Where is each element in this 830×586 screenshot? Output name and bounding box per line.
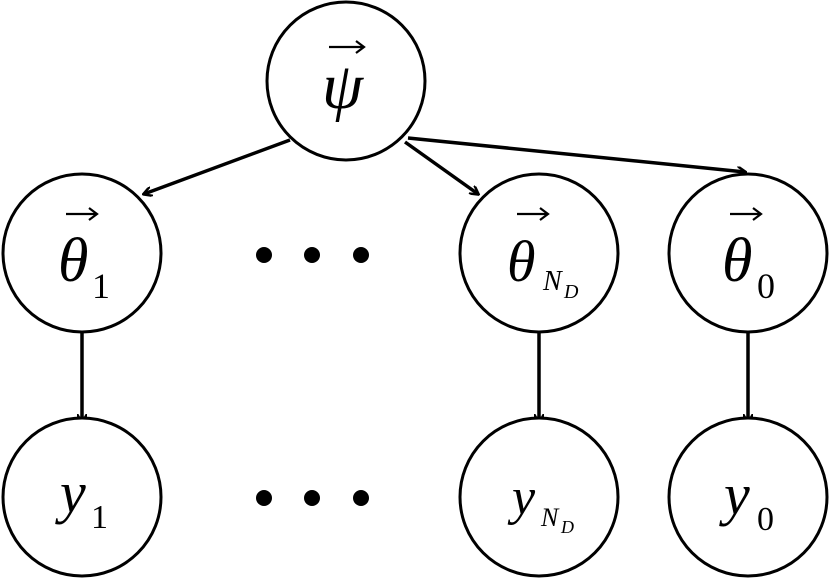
node-theta-0: θ 0 — [667, 172, 829, 334]
node-theta-1-symbol: θ — [58, 227, 88, 295]
node-y-0-subscript: 0 — [757, 501, 774, 538]
vector-arrow-icon — [517, 207, 550, 221]
node-theta-nd-symbol: θ — [507, 229, 536, 294]
node-y-nd-subscript: N — [540, 503, 560, 532]
ellipsis-dot — [304, 490, 320, 506]
node-psi-circle — [265, 0, 427, 162]
ellipsis-theta-row — [256, 247, 369, 263]
node-theta-0-circle — [667, 172, 829, 334]
node-theta-1: θ 1 — [1, 172, 163, 334]
edge-psi-theta-1 — [144, 138, 291, 194]
node-theta-nd-subscript-sub: D — [563, 281, 579, 303]
node-y-nd-symbol: y — [507, 469, 536, 526]
edges — [82, 136, 748, 422]
vector-arrow-icon — [329, 40, 366, 54]
node-y-1-subscript: 1 — [91, 499, 108, 536]
vector-arrow-icon — [730, 207, 763, 221]
ellipsis-dot — [256, 490, 272, 506]
node-theta-nd-subscript: N — [542, 266, 563, 297]
node-y-1: y 1 — [1, 416, 163, 578]
node-theta-nd: θ N D — [458, 172, 620, 334]
node-psi: ψ — [265, 0, 427, 162]
node-y-1-circle — [1, 416, 163, 578]
ellipsis-y-row — [256, 490, 369, 506]
node-y-1-symbol: y — [55, 460, 86, 525]
node-y-nd: y N D — [458, 416, 620, 578]
node-psi-symbol: ψ — [322, 50, 364, 123]
node-y-0-circle — [667, 416, 829, 578]
vector-arrow-icon — [66, 207, 99, 221]
ellipsis-dot — [353, 490, 369, 506]
node-y-nd-circle — [458, 416, 620, 578]
node-theta-0-symbol: θ — [722, 227, 752, 295]
node-y-0-symbol: y — [719, 462, 750, 527]
node-y-nd-subscript-sub: D — [560, 517, 574, 537]
node-theta-0-subscript: 0 — [757, 266, 775, 306]
node-theta-1-circle — [1, 172, 163, 334]
edge-psi-theta-0 — [407, 136, 745, 172]
ellipsis-dot — [256, 247, 272, 263]
edge-psi-theta-nd — [403, 140, 478, 194]
ellipsis-dot — [304, 247, 320, 263]
node-theta-1-subscript: 1 — [92, 266, 110, 306]
node-theta-nd-circle — [458, 172, 620, 334]
ellipsis-dot — [353, 247, 369, 263]
node-y-0: y 0 — [667, 416, 829, 578]
